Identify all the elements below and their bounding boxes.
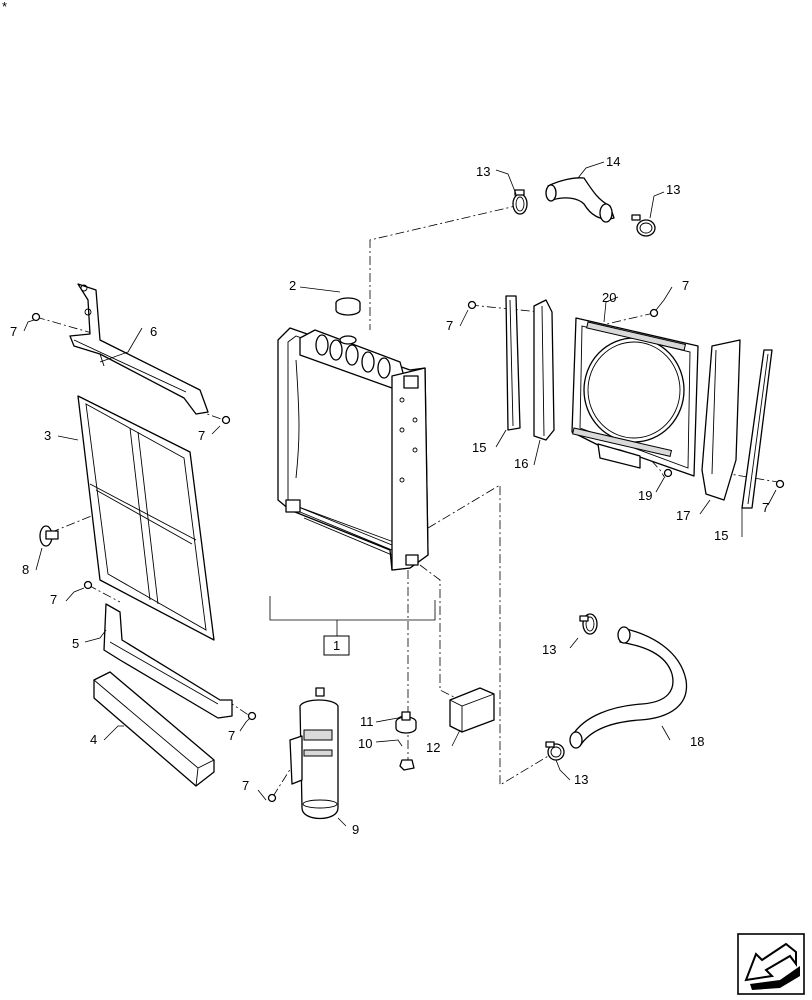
fan-shroud (571, 317, 699, 477)
rubber-mount (395, 711, 417, 734)
leader-lines (23, 161, 777, 827)
callout-7: 7 (50, 592, 57, 607)
callout-7: 7 (10, 324, 17, 339)
callout-7: 7 (682, 278, 689, 293)
bolts (31, 300, 785, 803)
callout-labels: 2 3 4 5 6 7 7 7 7 7 7 7 7 8 9 10 11 12 1… (10, 154, 769, 837)
callout-10: 10 (358, 736, 372, 751)
callout-7: 7 (198, 428, 205, 443)
seal-strip-left (505, 295, 521, 431)
callout-18: 18 (690, 734, 704, 749)
callout-19: 19 (638, 488, 652, 503)
side-baffle-left (533, 299, 555, 441)
callout-7: 7 (228, 728, 235, 743)
lower-hose (569, 626, 688, 749)
hose-clamp-top-right (631, 214, 656, 237)
nut (399, 759, 415, 771)
callout-15: 15 (714, 528, 728, 543)
callout-13: 13 (666, 182, 680, 197)
upper-hose (545, 177, 615, 223)
side-baffle-right (701, 339, 741, 501)
callout-6: 6 (150, 324, 157, 339)
callout-7: 7 (242, 778, 249, 793)
foam-pad (449, 687, 495, 733)
callout-13: 13 (476, 164, 490, 179)
callout-5: 5 (72, 636, 79, 651)
assembly-bracket (269, 596, 436, 621)
foam-seal (93, 671, 215, 787)
callout-4: 4 (90, 732, 97, 747)
lower-bracket (103, 603, 233, 719)
callout-11: 11 (360, 714, 374, 729)
callout-20: 20 (602, 290, 616, 305)
assembly-callout-box (323, 635, 350, 656)
corner-mark: * (2, 0, 7, 14)
callout-17: 17 (676, 508, 690, 523)
assembly-callout: 1 (333, 638, 340, 653)
arrow-back-icon[interactable] (737, 933, 805, 995)
radiator-core (277, 327, 429, 571)
callout-3: 3 (44, 428, 51, 443)
callout-8: 8 (22, 562, 29, 577)
callout-2: 2 (289, 278, 296, 293)
callout-7: 7 (762, 500, 769, 515)
hose-clamp-top-left (512, 189, 528, 215)
upper-bracket (69, 283, 209, 415)
callout-14: 14 (606, 154, 620, 169)
overflow-bottle (289, 687, 339, 820)
mounting-knob (39, 525, 59, 547)
hose-clamp-lower-bottom (545, 741, 565, 761)
callout-9: 9 (352, 822, 359, 837)
grille-screen (77, 395, 215, 641)
radiator-cap (335, 297, 361, 316)
callout-7: 7 (446, 318, 453, 333)
callout-13: 13 (542, 642, 556, 657)
callout-12: 12 (426, 740, 440, 755)
callout-13: 13 (574, 772, 588, 787)
hose-clamp-lower-top (579, 613, 598, 635)
callout-16: 16 (514, 456, 528, 471)
seal-strip-right (741, 349, 773, 509)
callout-15: 15 (472, 440, 486, 455)
